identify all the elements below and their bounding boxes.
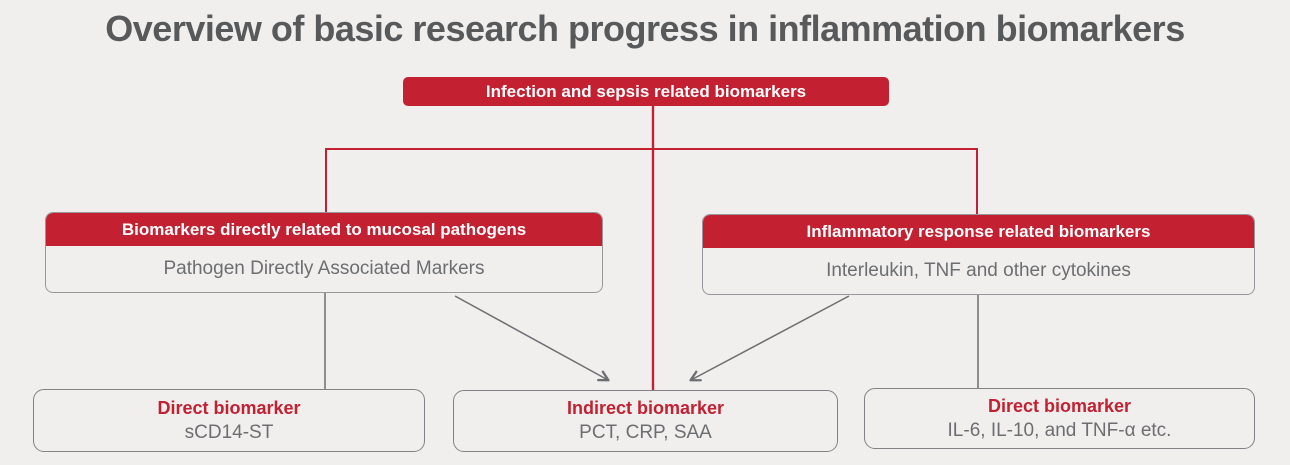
leaf-indirect-biomarker-value: PCT, CRP, SAA — [579, 422, 712, 443]
branch-mucosal-pathogens-header: Biomarkers directly related to mucosal p… — [46, 213, 602, 246]
arrow-left-branch-to-indirect — [454, 295, 610, 382]
branch-inflammatory-response-header: Inflammatory response related biomarkers — [703, 215, 1254, 248]
leaf-indirect-biomarker-title: Indirect biomarker — [566, 398, 725, 418]
leaf-direct-biomarker-cytokines-title: Direct biomarker — [987, 395, 1132, 416]
leaf-direct-biomarker-scd14-value: sCD14-ST — [184, 421, 274, 443]
leaf-direct-biomarker-scd14: Direct biomarker sCD14-ST — [33, 389, 425, 452]
leaf-direct-biomarker-cytokines: Direct biomarker IL-6, IL-10, and TNF-α … — [864, 388, 1255, 449]
leaf-indirect-biomarker: Indirect biomarker PCT, CRP, SAA — [453, 390, 838, 452]
leaf-direct-biomarker-scd14-title: Direct biomarker — [157, 397, 301, 418]
diagram-title: Overview of basic research progress in i… — [105, 8, 1185, 49]
branch-inflammatory-response-body: Interleukin, TNF and other cytokines — [826, 260, 1131, 281]
leaf-direct-biomarker-cytokines-value: IL-6, IL-10, and TNF-α etc. — [947, 419, 1172, 441]
branch-mucosal-pathogens: Biomarkers directly related to mucosal p… — [45, 212, 603, 293]
branch-inflammatory-response: Inflammatory response related biomarkers… — [702, 214, 1255, 295]
arrow-right-branch-to-indirect — [689, 295, 850, 382]
branch-mucosal-pathogens-body: Pathogen Directly Associated Markers — [163, 258, 485, 279]
root-node-infection-sepsis: Infection and sepsis related biomarkers — [403, 77, 889, 106]
